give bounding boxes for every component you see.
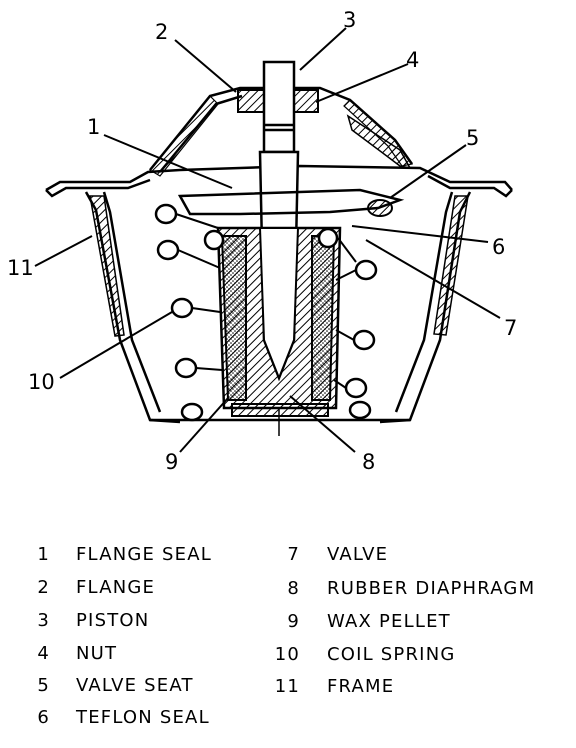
callout-1: 1 — [87, 115, 101, 139]
diaphragm-base — [231, 403, 329, 417]
callout-11: 11 — [7, 256, 34, 280]
callout-7: 7 — [504, 316, 518, 340]
callout-6: 6 — [492, 235, 506, 259]
coil-spring — [154, 203, 378, 422]
nut — [237, 89, 267, 113]
legend-label: TEFLON SEAL — [76, 707, 210, 728]
callout-4: 4 — [406, 48, 420, 72]
wax-pellet-left — [220, 235, 247, 401]
callout-9: 9 — [165, 450, 179, 474]
wax-pellet-right — [311, 235, 336, 401]
legend-label: COIL SPRING — [327, 644, 456, 665]
legend-label: RUBBER DIAPHRAGM — [327, 578, 536, 599]
legend-number: 1 — [37, 544, 50, 565]
callout-10: 10 — [28, 370, 55, 394]
legend-label: WAX PELLET — [327, 611, 451, 632]
legend-number: 6 — [37, 707, 50, 728]
frame-wall-right — [433, 195, 469, 336]
legend-label: FRAME — [327, 676, 395, 697]
callout-5: 5 — [466, 126, 480, 150]
frame-wall-left — [89, 195, 125, 337]
callout-2: 2 — [155, 20, 169, 44]
legend-number: 9 — [287, 611, 300, 632]
callout-3: 3 — [343, 8, 357, 32]
legend-number: 5 — [37, 675, 50, 696]
legend-number: 10 — [274, 644, 300, 665]
legend-label: PISTON — [76, 610, 150, 631]
legend-label: NUT — [76, 643, 118, 664]
valve-plate — [177, 188, 405, 216]
legend-number: 4 — [37, 643, 50, 664]
legend-label: VALVE — [327, 544, 389, 565]
legend-label: VALVE SEAT — [76, 675, 194, 696]
legend-label: FLANGE — [76, 577, 156, 598]
legend-number: 11 — [274, 676, 300, 697]
leader-lines — [34, 27, 501, 453]
legend-number: 2 — [37, 577, 50, 598]
piston-bore — [258, 227, 300, 381]
legend-number: 8 — [287, 578, 300, 599]
legend-number: 3 — [37, 610, 50, 631]
callout-8: 8 — [362, 450, 376, 474]
valve-seat-ring — [367, 199, 393, 217]
flange-hatched-band — [149, 95, 219, 177]
legend-label: FLANGE SEAL — [76, 544, 212, 565]
coil-spring-lines — [175, 213, 357, 389]
thermostat-cross-section-diagram — [34, 27, 513, 453]
legend-number: 7 — [287, 544, 300, 565]
valve-seat — [346, 114, 412, 170]
